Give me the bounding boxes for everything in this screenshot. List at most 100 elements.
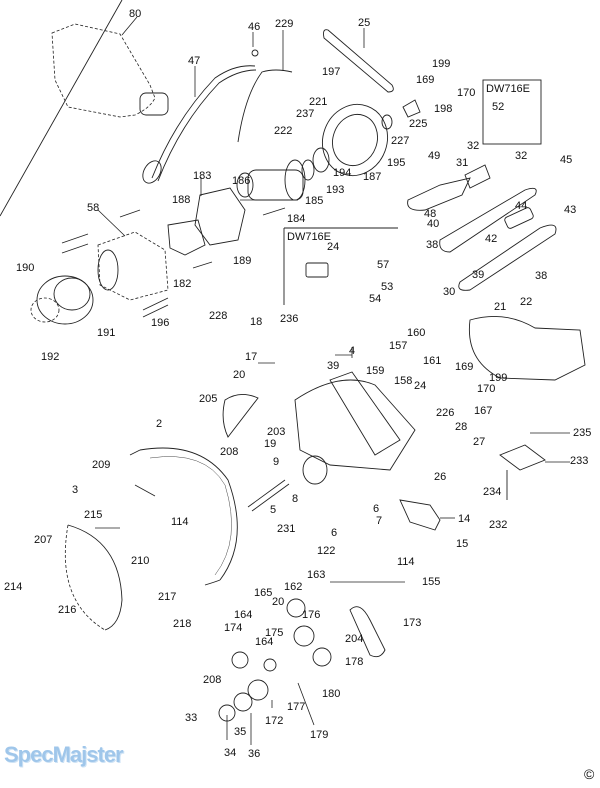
part-label-160[interactable]: 160 <box>407 327 426 339</box>
part-label-199[interactable]: 199 <box>432 58 451 70</box>
part-label-4[interactable]: 4 <box>349 345 356 357</box>
part-label-35[interactable]: 35 <box>234 726 247 738</box>
part-label-188[interactable]: 188 <box>172 194 191 206</box>
part-label-24-inset[interactable]: 24 <box>327 241 340 253</box>
part-label-9[interactable]: 9 <box>273 456 280 468</box>
part-label-19[interactable]: 19 <box>264 438 277 450</box>
part-label-58[interactable]: 58 <box>87 202 100 214</box>
part-label-203[interactable]: 203 <box>267 426 286 438</box>
part-label-216[interactable]: 216 <box>58 604 77 616</box>
part-label-195[interactable]: 195 <box>387 157 406 169</box>
part-label-24b[interactable]: 24 <box>414 380 427 392</box>
part-label-176[interactable]: 176 <box>302 609 321 621</box>
part-label-194[interactable]: 194 <box>333 167 352 179</box>
part-label-180[interactable]: 180 <box>322 688 341 700</box>
part-label-185[interactable]: 185 <box>305 195 324 207</box>
part-label-155[interactable]: 155 <box>422 576 441 588</box>
part-label-170[interactable]: 170 <box>457 87 476 99</box>
part-label-234[interactable]: 234 <box>483 486 502 498</box>
part-label-179[interactable]: 179 <box>310 729 329 741</box>
part-label-48[interactable]: 48 <box>424 208 437 220</box>
part-label-231[interactable]: 231 <box>277 523 296 535</box>
part-label-57[interactable]: 57 <box>377 259 390 271</box>
part-label-25[interactable]: 25 <box>358 17 371 29</box>
part-label-20b[interactable]: 20 <box>272 596 285 608</box>
part-label-191[interactable]: 191 <box>97 327 116 339</box>
part-label-15[interactable]: 15 <box>456 538 469 550</box>
part-label-165[interactable]: 165 <box>254 587 273 599</box>
part-label-30[interactable]: 30 <box>443 286 456 298</box>
part-label-34[interactable]: 34 <box>224 747 237 759</box>
part-label-164a[interactable]: 164 <box>234 609 253 621</box>
part-label-217[interactable]: 217 <box>158 591 177 603</box>
part-label-53[interactable]: 53 <box>381 281 394 293</box>
part-label-114b[interactable]: 114 <box>397 556 415 568</box>
part-label-177[interactable]: 177 <box>287 701 306 713</box>
part-label-32a[interactable]: 32 <box>467 140 480 152</box>
part-label-159[interactable]: 159 <box>366 365 385 377</box>
part-label-43[interactable]: 43 <box>564 204 577 216</box>
part-label-169[interactable]: 169 <box>416 74 435 86</box>
part-label-27[interactable]: 27 <box>473 436 486 448</box>
part-label-198[interactable]: 198 <box>434 103 453 115</box>
part-label-214[interactable]: 214 <box>4 581 23 593</box>
part-label-218[interactable]: 218 <box>173 618 192 630</box>
part-label-14[interactable]: 14 <box>458 513 471 525</box>
part-label-7[interactable]: 7 <box>376 515 383 527</box>
part-label-32b[interactable]: 32 <box>515 150 528 162</box>
part-label-36[interactable]: 36 <box>248 748 261 760</box>
part-label-2[interactable]: 2 <box>156 418 163 430</box>
part-label-161[interactable]: 161 <box>423 355 442 367</box>
part-label-39a[interactable]: 39 <box>472 269 485 281</box>
part-label-225[interactable]: 225 <box>409 118 428 130</box>
part-label-8[interactable]: 8 <box>292 493 299 505</box>
part-label-189[interactable]: 189 <box>233 255 252 267</box>
part-label-26[interactable]: 26 <box>434 471 447 483</box>
part-label-42[interactable]: 42 <box>485 233 498 245</box>
part-label-3[interactable]: 3 <box>72 484 79 496</box>
part-label-39b[interactable]: 39 <box>327 360 340 372</box>
part-label-164b[interactable]: 164 <box>255 636 274 648</box>
part-label-18[interactable]: 18 <box>250 316 263 328</box>
part-label-205[interactable]: 205 <box>199 393 218 405</box>
part-label-17[interactable]: 17 <box>245 351 258 363</box>
part-label-20[interactable]: 20 <box>233 369 246 381</box>
part-label-114a[interactable]: 114 <box>171 516 189 528</box>
part-label-44[interactable]: 44 <box>515 200 528 212</box>
part-label-163[interactable]: 163 <box>307 569 326 581</box>
part-label-122[interactable]: 122 <box>317 545 336 557</box>
part-label-235[interactable]: 235 <box>573 427 592 439</box>
part-label-175[interactable]: 175 <box>265 627 284 639</box>
part-label-186[interactable]: 186 <box>232 175 251 187</box>
part-label-184[interactable]: 184 <box>287 213 306 225</box>
part-label-45[interactable]: 45 <box>560 154 573 166</box>
part-label-236[interactable]: 236 <box>280 313 299 325</box>
part-label-229[interactable]: 229 <box>275 18 294 30</box>
part-label-233[interactable]: 233 <box>570 455 589 467</box>
part-label-197[interactable]: 197 <box>322 66 341 78</box>
part-label-173[interactable]: 173 <box>403 617 422 629</box>
part-label-54[interactable]: 54 <box>369 293 382 305</box>
part-label-210[interactable]: 210 <box>131 555 150 567</box>
part-label-222[interactable]: 222 <box>274 125 293 137</box>
part-label-21[interactable]: 21 <box>494 301 507 313</box>
part-label-80[interactable]: 80 <box>129 8 142 20</box>
part-label-215[interactable]: 215 <box>84 509 103 521</box>
part-label-187[interactable]: 187 <box>363 171 382 183</box>
part-label-22[interactable]: 22 <box>520 296 533 308</box>
part-label-170b[interactable]: 170 <box>477 383 496 395</box>
part-label-232[interactable]: 232 <box>489 519 508 531</box>
part-label-162[interactable]: 162 <box>284 581 303 593</box>
part-label-204[interactable]: 204 <box>345 633 364 645</box>
part-label-208b[interactable]: 208 <box>203 674 222 686</box>
part-label-192[interactable]: 192 <box>41 351 60 363</box>
part-label-183[interactable]: 183 <box>193 170 212 182</box>
part-label-199b[interactable]: 199 <box>489 372 508 384</box>
part-label-38a[interactable]: 38 <box>426 239 439 251</box>
part-label-31[interactable]: 31 <box>456 157 469 169</box>
part-label-193[interactable]: 193 <box>326 184 345 196</box>
part-label-46[interactable]: 46 <box>248 21 261 33</box>
part-label-38b[interactable]: 38 <box>535 270 548 282</box>
part-label-237[interactable]: 237 <box>296 108 315 120</box>
part-label-169b[interactable]: 169 <box>455 361 474 373</box>
